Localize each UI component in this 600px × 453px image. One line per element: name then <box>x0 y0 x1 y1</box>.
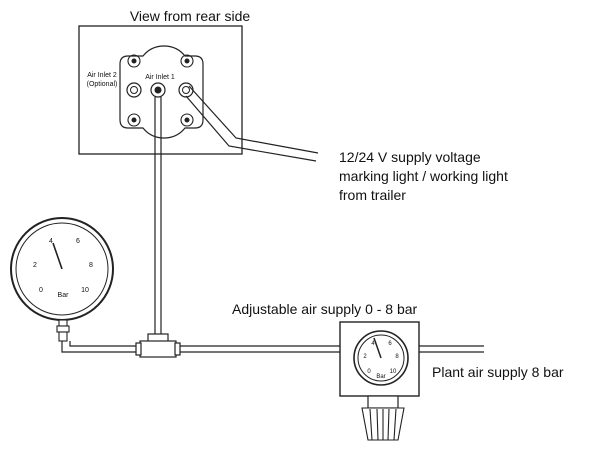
regulator-tick-6: 6 <box>388 341 392 347</box>
gauge-tick-0: 0 <box>39 287 43 294</box>
air-line-vertical <box>154 97 162 338</box>
regulator-knob-icon <box>361 407 405 441</box>
from-trailer-label: from trailer <box>339 187 406 203</box>
air-inlet-1-label: Air Inlet 1 <box>145 74 175 81</box>
bolt-icon <box>127 113 141 127</box>
electrical-cable <box>185 85 319 162</box>
air-line-horizontal <box>61 341 484 353</box>
bolt-icon <box>180 113 194 127</box>
air-inlet-1-port-icon <box>150 82 166 98</box>
view-title: View from rear side <box>130 8 251 24</box>
air-inlet-2-port-icon <box>126 82 142 98</box>
pressure-regulator: 0 2 4 6 8 10 Bar <box>339 321 420 441</box>
regulator-tick-4: 4 <box>371 341 375 347</box>
bolt-icon <box>127 54 141 68</box>
bolt-icon <box>180 54 194 68</box>
air-inlet-2-label: Air Inlet 2 <box>87 72 117 79</box>
gauge-tick-6: 6 <box>76 238 80 245</box>
regulator-needle <box>373 337 382 359</box>
gauge-tick-4: 4 <box>49 238 53 245</box>
gauge-tick-10: 10 <box>81 287 89 294</box>
regulator-tick-8: 8 <box>395 354 399 360</box>
marking-light-label: marking light / working light <box>339 168 508 184</box>
plant-air-supply-label: Plant air supply 8 bar <box>432 364 564 380</box>
regulator-unit-label: Bar <box>376 374 385 380</box>
air-inlet-2-optional-label: (Optional) <box>87 81 118 88</box>
gauge-unit-label: Bar <box>58 292 70 299</box>
gauge-tick-8: 8 <box>89 262 93 269</box>
supply-voltage-label: 12/24 V supply voltage <box>339 149 481 165</box>
t-piece-fitting <box>135 333 181 358</box>
gauge-needle <box>52 242 63 270</box>
regulator-tick-10: 10 <box>390 369 397 375</box>
pressure-gauge: 0 2 4 6 8 10 Bar <box>10 217 114 342</box>
gauge-tick-2: 2 <box>33 262 37 269</box>
adjustable-air-supply-label: Adjustable air supply 0 - 8 bar <box>232 301 418 317</box>
mounting-plate <box>119 45 204 139</box>
regulator-tick-0: 0 <box>367 369 371 375</box>
regulator-tick-2: 2 <box>363 354 367 360</box>
